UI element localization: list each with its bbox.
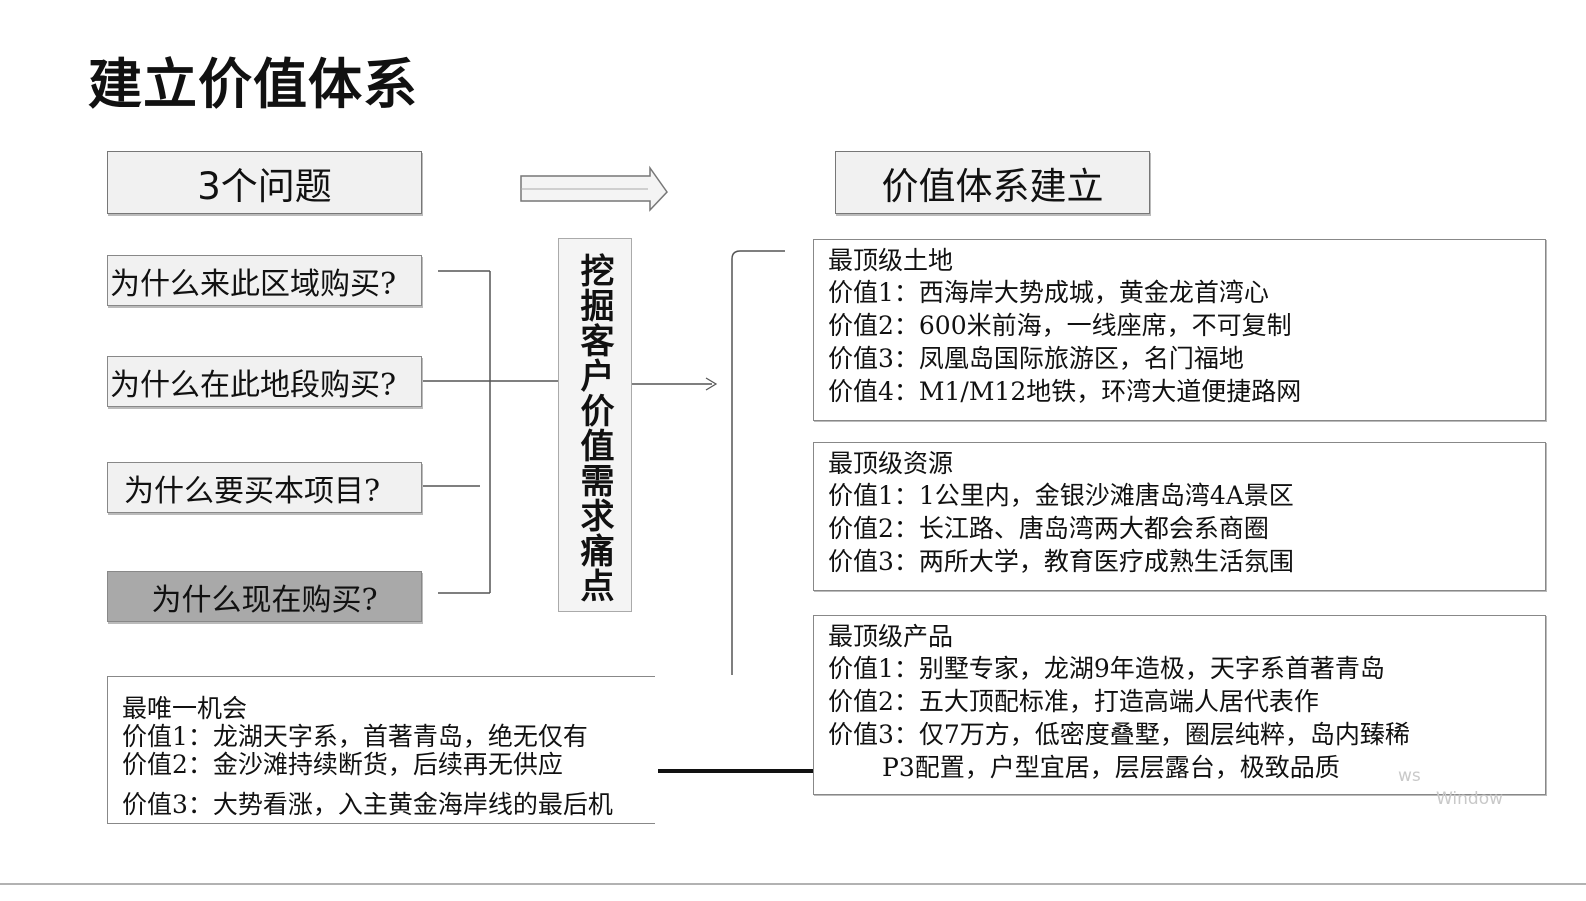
panel-opportunity-line: 价值2：金沙滩持续断货，后续再无供应: [122, 750, 563, 779]
panel-land-line: 价值3：凤凰岛国际旅游区，名门福地: [828, 344, 1244, 373]
panel-land-line: 价值2：600米前海，一线座席，不可复制: [828, 311, 1292, 340]
questions-header: 3个问题: [107, 151, 422, 214]
activation-watermark: ws: [1398, 766, 1421, 786]
value-system-header: 价值体系建立: [835, 151, 1150, 214]
panel-resources-line: 价值1：1公里内，金银沙滩唐岛湾4A景区: [828, 481, 1294, 510]
panel-opportunity: 最唯一机会 价值1：龙湖天字系，首著青岛，绝无仅有 价值2：金沙滩持续断货，后续…: [107, 676, 655, 824]
question-box-region: 为什么来此区域购买?: [107, 255, 422, 306]
panel-product-line: 价值1：别墅专家，龙湖9年造极，天字系首著青岛: [828, 654, 1385, 683]
panel-opportunity-line: 价值3：大势看涨，入主黄金海岸线的最后机: [122, 790, 613, 819]
panel-resources-line: 价值3：两所大学，教育医疗成熟生活氛围: [828, 547, 1294, 576]
question-box-timing: 为什么现在购买?: [107, 571, 422, 622]
arrow-right-icon: [705, 377, 718, 391]
panel-product: 最顶级产品 价值1：别墅专家，龙湖9年造极，天字系首著青岛 价值2：五大顶配标准…: [813, 615, 1546, 795]
panel-product-line: P3配置，户型宜居，层层露台，极致品质: [882, 753, 1340, 782]
page-title: 建立价值体系: [88, 53, 418, 116]
panel-product-title: 最顶级产品: [828, 622, 954, 651]
panel-product-line: 价值2：五大顶配标准，打造高端人居代表作: [828, 687, 1319, 716]
question-box-location: 为什么在此地段购买?: [107, 356, 422, 407]
customer-pain-point-label: 挖掘客户价值需求痛点: [558, 238, 632, 612]
panel-opportunity-line: 价值1：龙湖天字系，首著青岛，绝无仅有: [122, 722, 588, 751]
panel-land: 最顶级土地 价值1：西海岸大势成城，黄金龙首湾心 价值2：600米前海，一线座席…: [813, 239, 1546, 421]
panel-resources-line: 价值2：长江路、唐岛湾两大都会系商圈: [828, 514, 1269, 543]
panel-product-line: 价值3：仅7万方，低密度叠墅，圈层纯粹，岛内臻稀: [828, 720, 1410, 749]
panel-land-line: 价值4：M1/M12地铁，环湾大道便捷路网: [828, 377, 1302, 406]
panel-resources-title: 最顶级资源: [828, 449, 954, 478]
activation-watermark: Window: [1436, 789, 1504, 809]
panel-opportunity-title: 最唯一机会: [122, 694, 248, 723]
panel-resources: 最顶级资源 价值1：1公里内，金银沙滩唐岛湾4A景区 价值2：长江路、唐岛湾两大…: [813, 442, 1546, 591]
panel-land-title: 最顶级土地: [828, 246, 954, 275]
question-box-project: 为什么要买本项目?: [107, 462, 422, 513]
panel-land-line: 价值1：西海岸大势成城，黄金龙首湾心: [828, 278, 1269, 307]
